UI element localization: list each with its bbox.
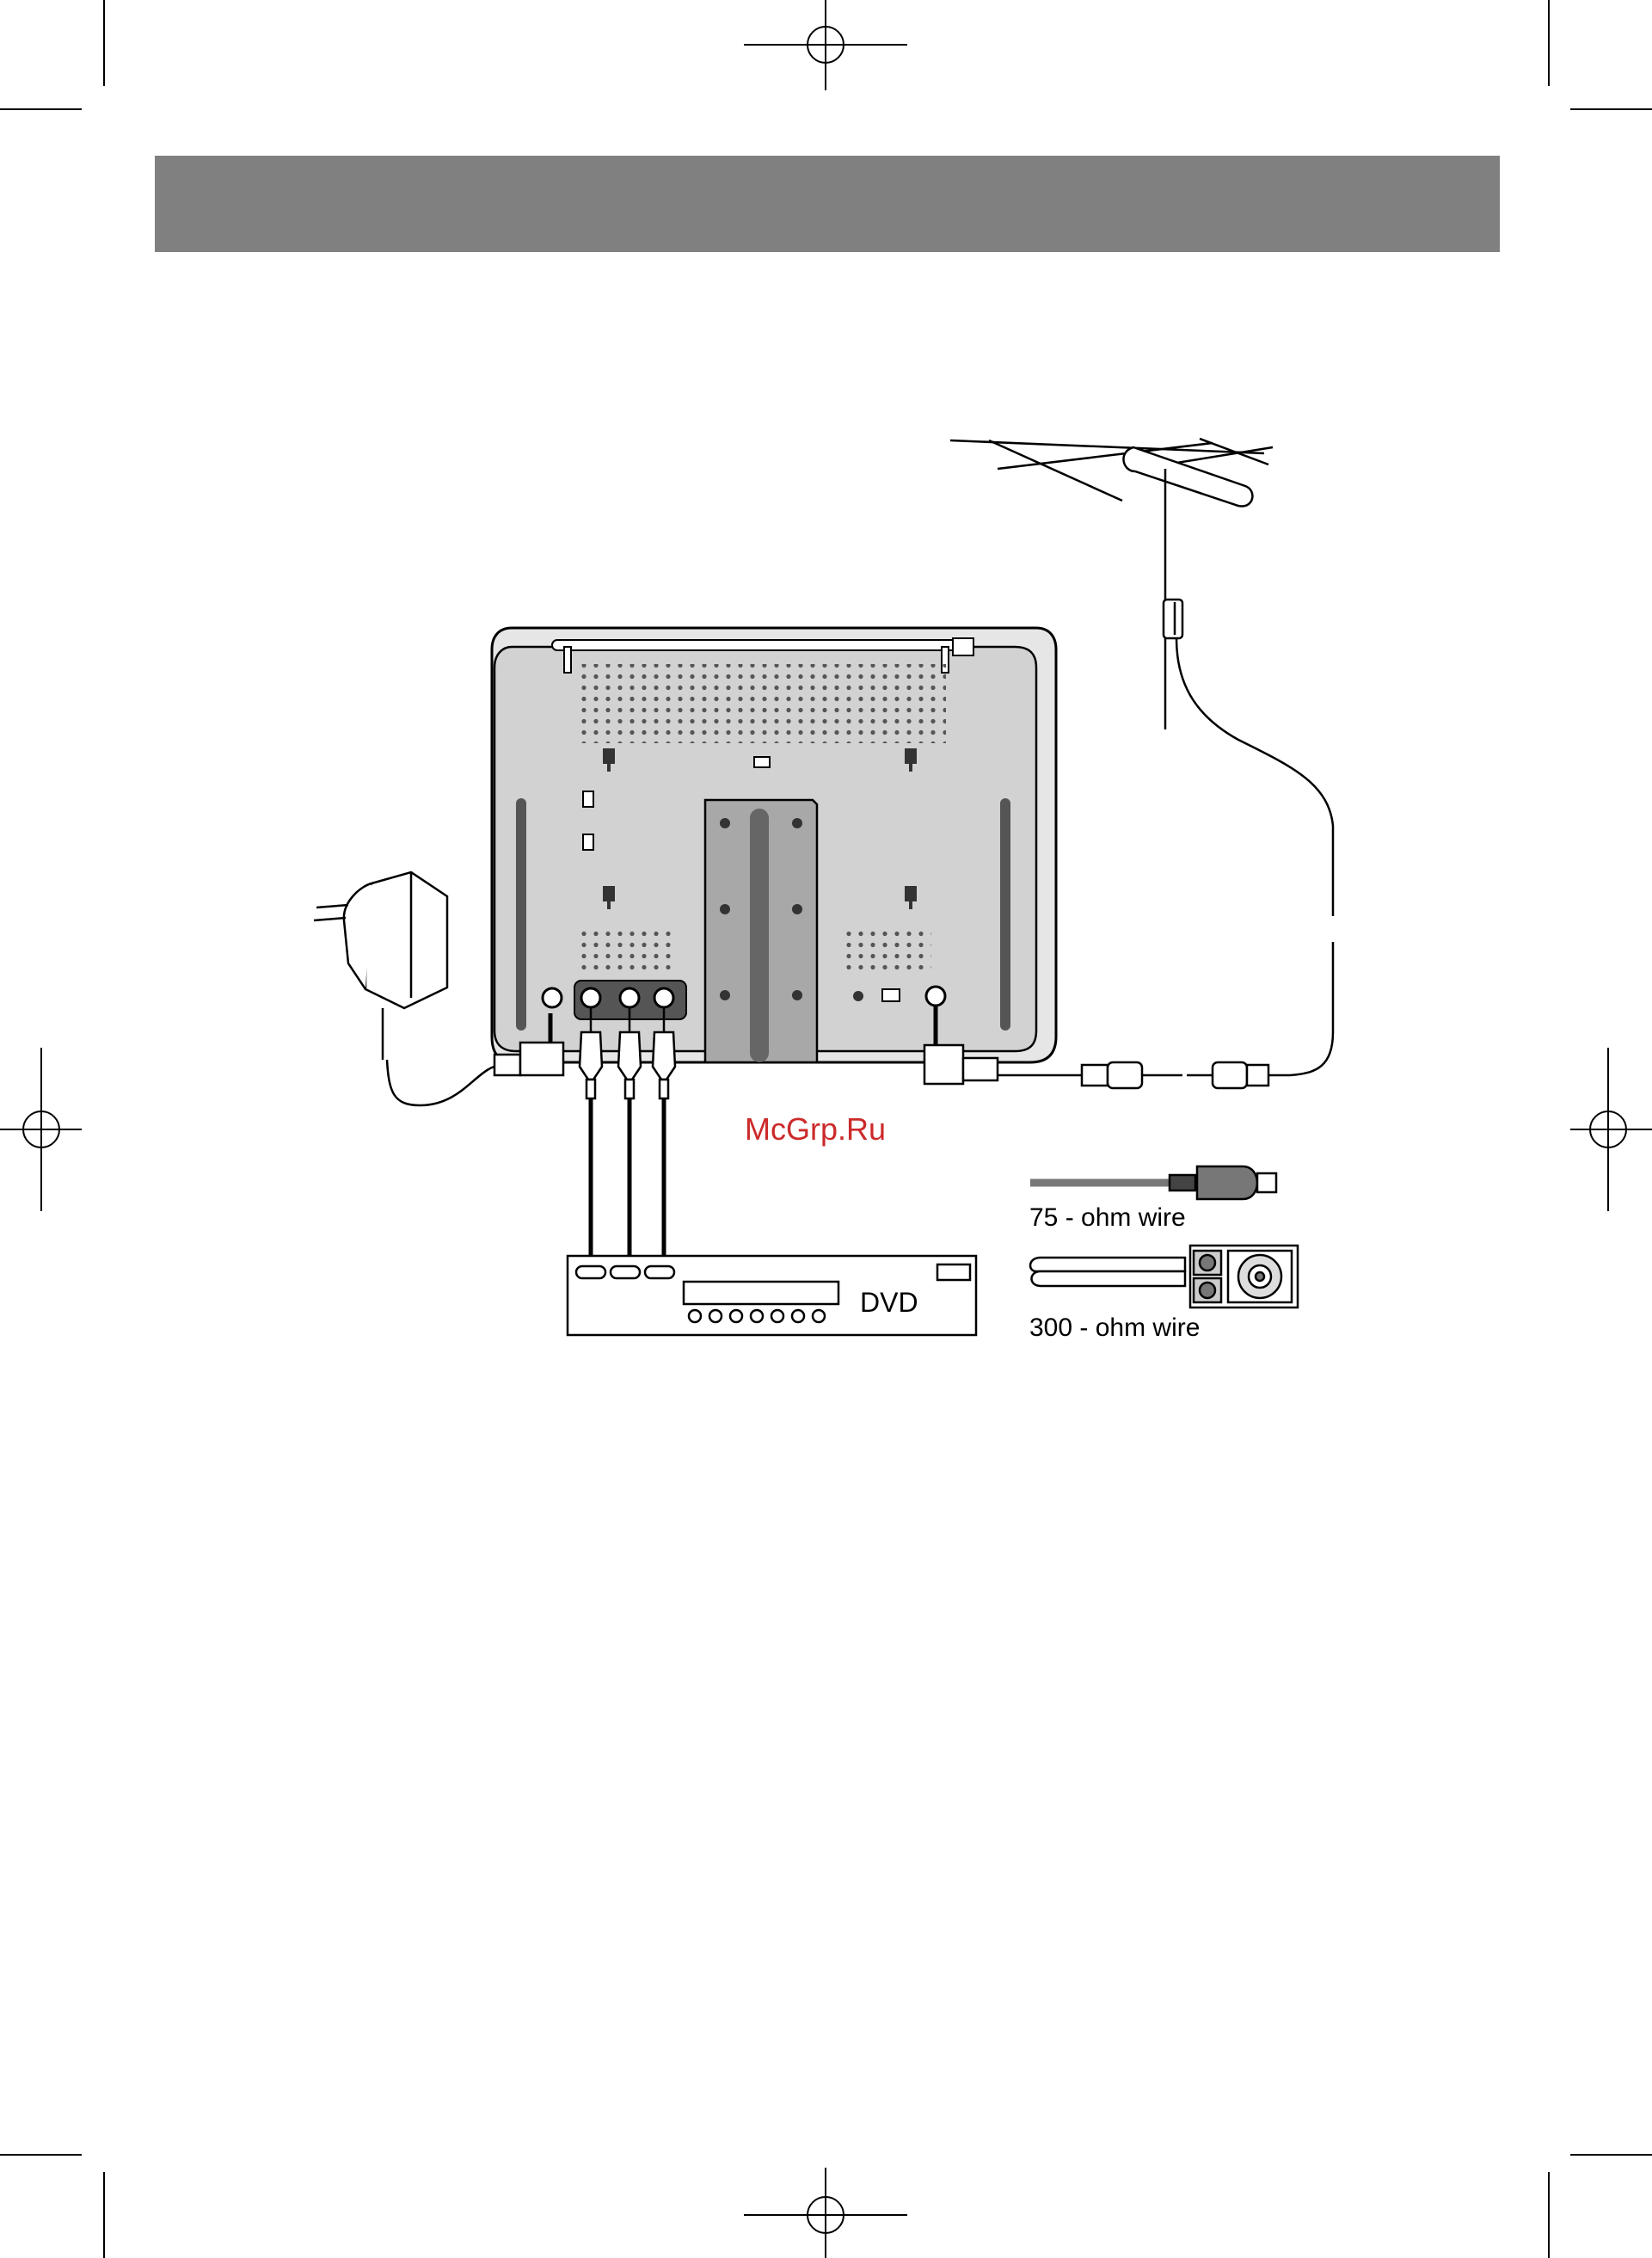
av-cables — [580, 1006, 675, 1256]
registration-mark-top — [744, 0, 907, 90]
wire-75-label: 75 - ohm wire — [1029, 1203, 1186, 1232]
dvd-label: DVD — [860, 1287, 918, 1318]
wire-300-label: 300 - ohm wire — [1029, 1314, 1200, 1342]
watermark: McGrp.Ru — [745, 1111, 886, 1147]
registration-mark-bottom — [744, 2168, 907, 2258]
wire-300-ohm — [1030, 1246, 1298, 1307]
wire-75-ohm — [1030, 1166, 1276, 1199]
tv-rear-view — [492, 628, 1056, 1062]
registration-mark-right — [1570, 1048, 1652, 1211]
registration-mark-left — [0, 1048, 82, 1211]
